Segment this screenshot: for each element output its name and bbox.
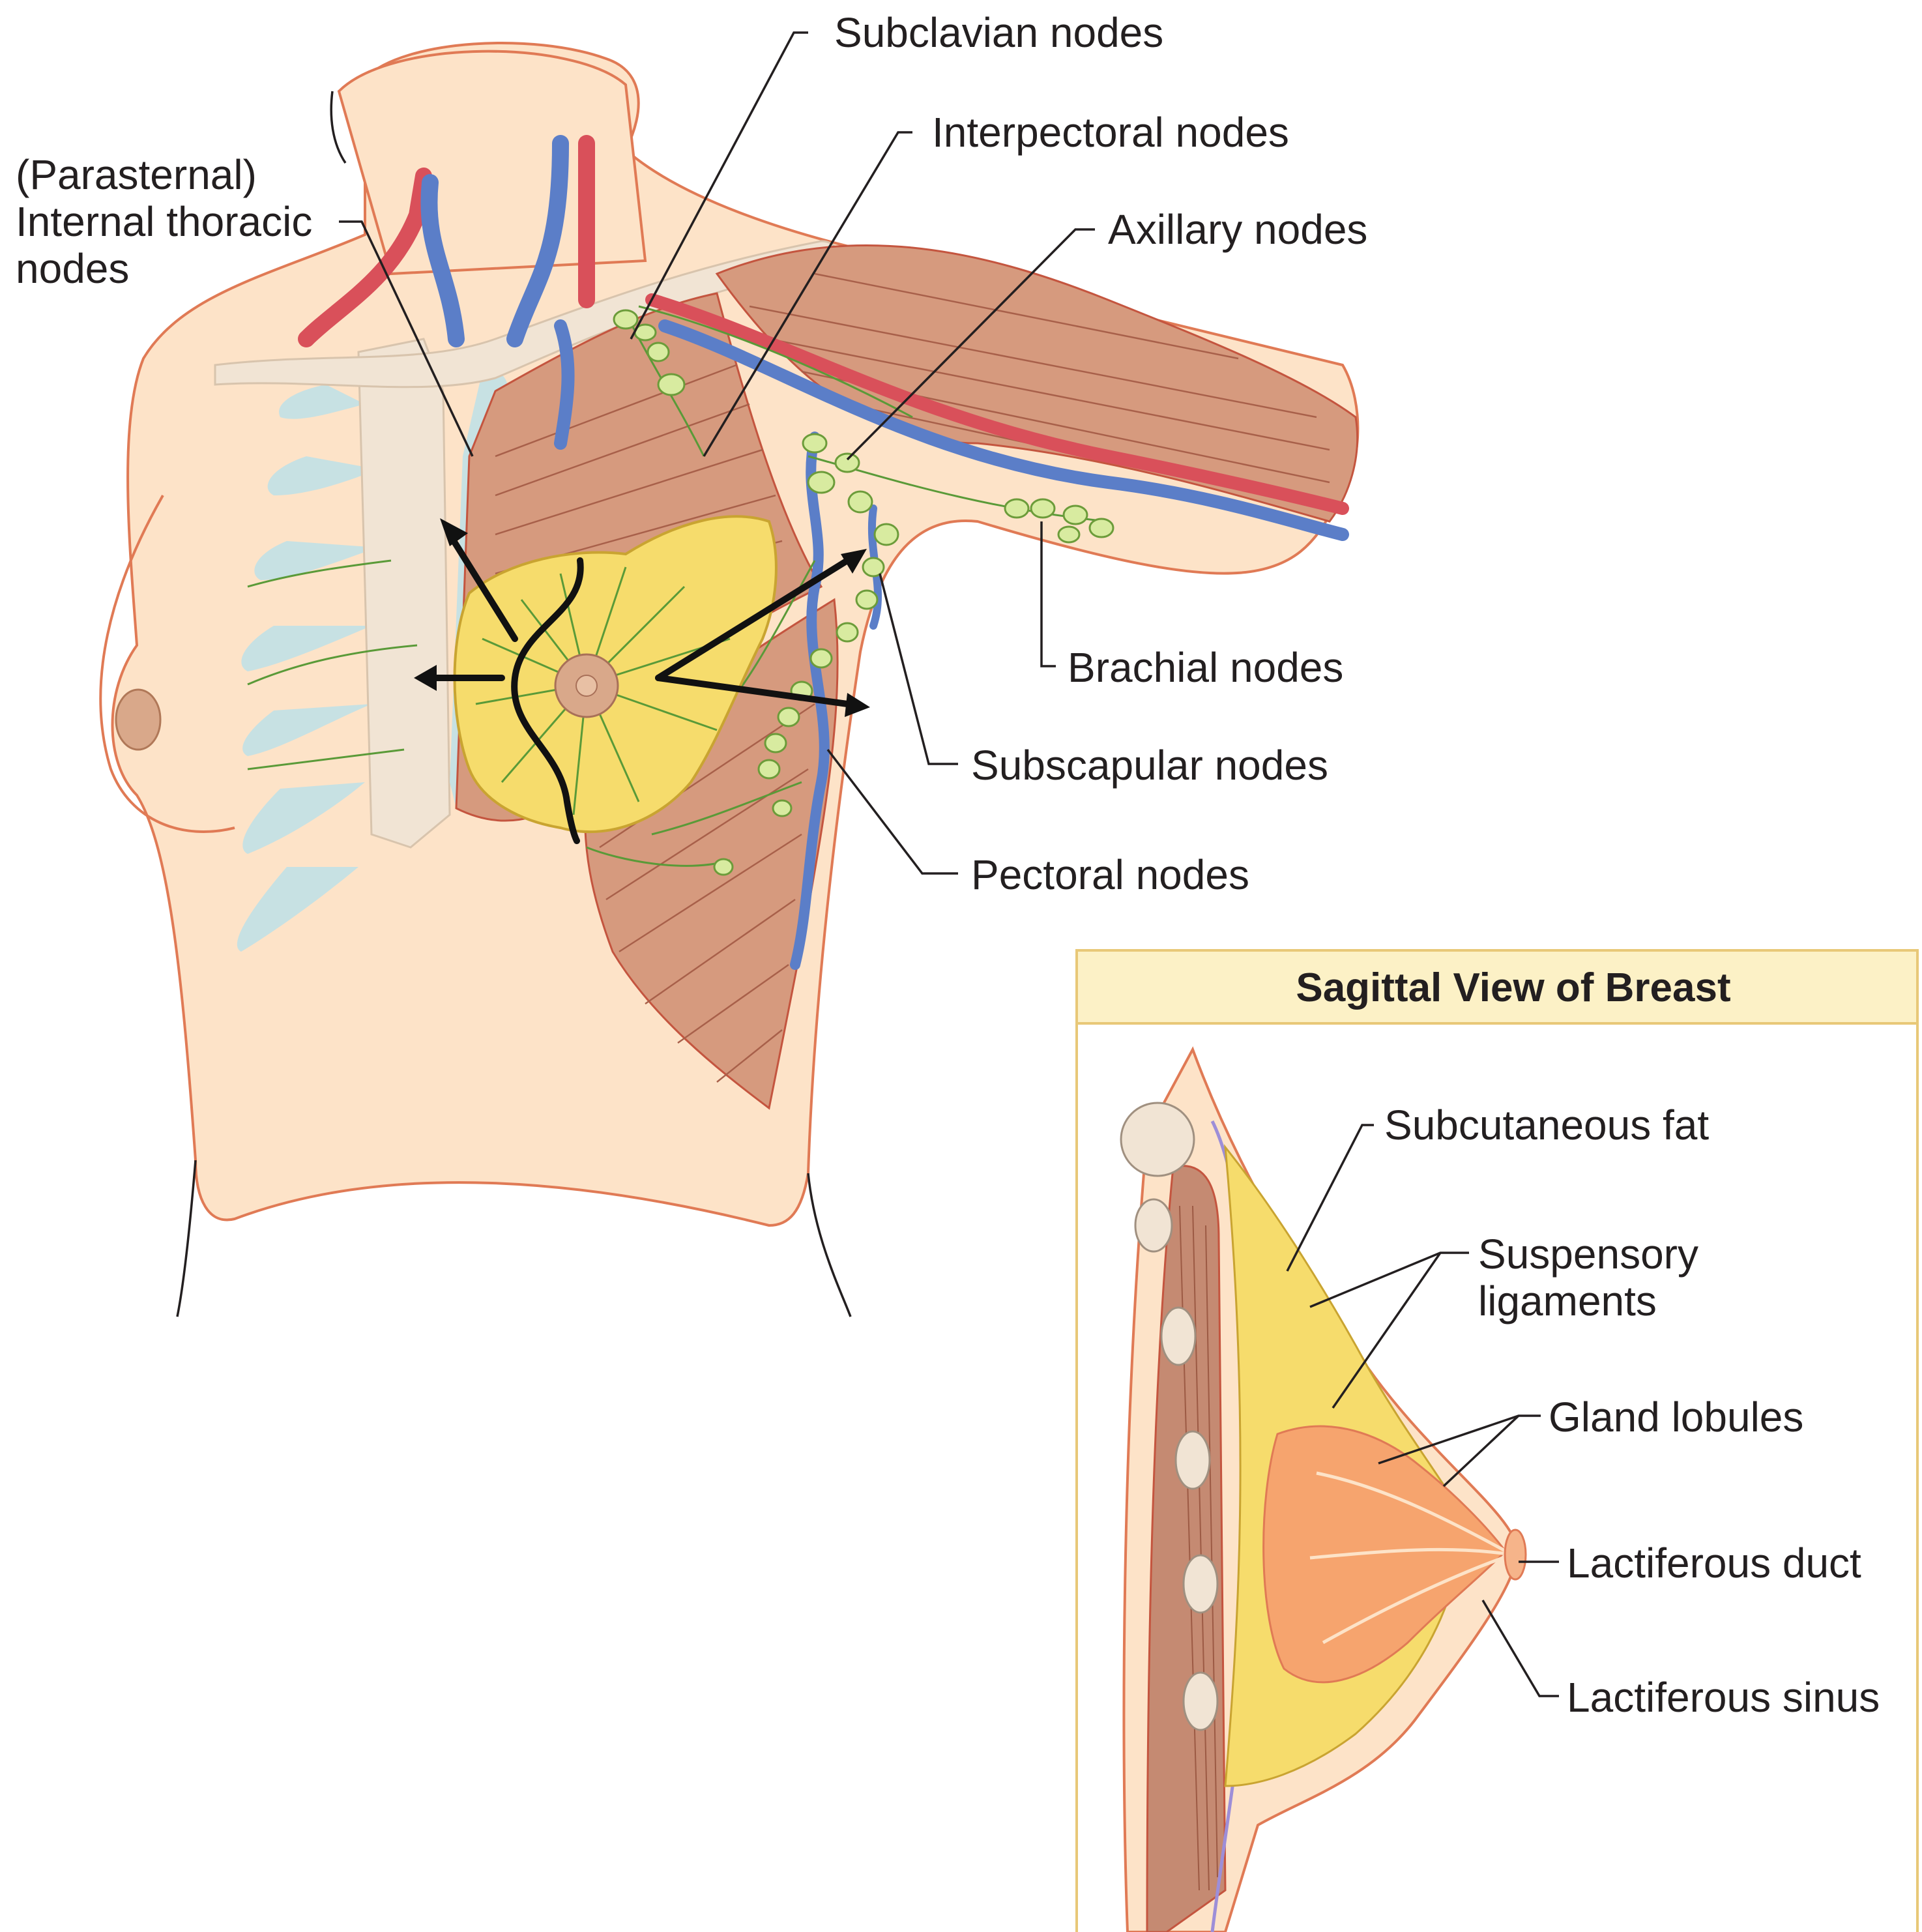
subscapular-leader — [880, 574, 958, 764]
parasternal-label-line2: Internal thoracic — [16, 198, 312, 245]
subscapular-label: Subscapular nodes — [971, 742, 1328, 789]
nipple — [576, 675, 597, 696]
suspensory-label-line1: Suspensory — [1478, 1231, 1698, 1278]
axillary-label: Axillary nodes — [1108, 206, 1367, 253]
lactiferous-sinus-label: Lactiferous sinus — [1567, 1674, 1880, 1721]
torso-left-edge — [177, 1160, 196, 1317]
neck — [339, 51, 645, 274]
parasternal-label-line3: nodes — [16, 245, 129, 292]
suspensory-label-line2: ligaments — [1478, 1278, 1657, 1325]
subclavian-label: Subclavian nodes — [834, 9, 1163, 56]
inset-title: Sagittal View of Breast — [1296, 965, 1730, 1010]
interpectoral-label: Interpectoral nodes — [932, 109, 1289, 156]
lactiferous-duct-label: Lactiferous duct — [1567, 1540, 1861, 1587]
left-nipple — [116, 690, 160, 750]
gland-lobules-label: Gland lobules — [1549, 1394, 1803, 1441]
parasternal-label-line1: (Parasternal) — [16, 151, 257, 198]
sternum — [358, 339, 450, 847]
brachial-label: Brachial nodes — [1068, 644, 1343, 691]
pectoral-label: Pectoral nodes — [971, 851, 1249, 898]
sagittal-nipple — [1505, 1530, 1526, 1579]
subcutaneous-fat-label: Subcutaneous fat — [1384, 1102, 1709, 1149]
pectoral-leader — [828, 750, 958, 873]
torso-right-edge — [808, 1173, 851, 1317]
sagittal-inset: Sagittal View of Breast Subcu — [1077, 950, 1917, 1932]
